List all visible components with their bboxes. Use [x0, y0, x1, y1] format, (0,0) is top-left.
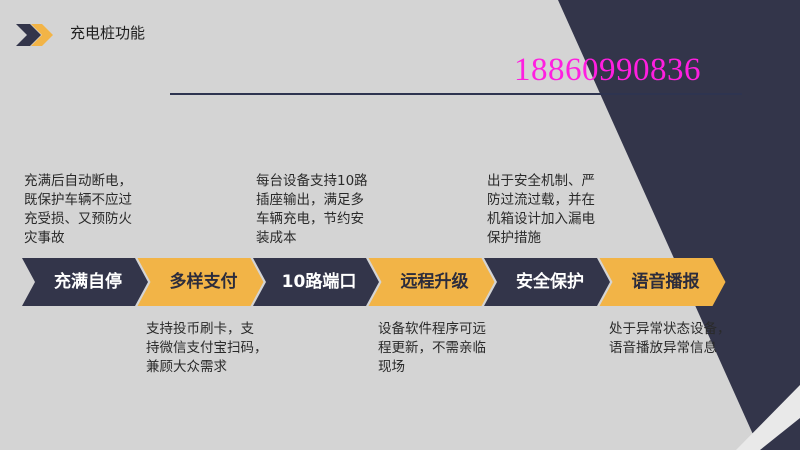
step-chevron-4 [368, 258, 495, 306]
page-title: 充电桩功能 [70, 24, 146, 42]
step-label-5: 安全保护 [516, 272, 584, 292]
navy-corner-shape [558, 0, 800, 450]
step-description-5: 出于安全机制、严 防过流过载，并在 机箱设计加入漏电 保护措施 [487, 173, 595, 246]
step-label-1: 充满自停 [54, 272, 122, 292]
step-label-3: 10路端口 [281, 272, 357, 292]
step-chevron-1 [22, 258, 148, 306]
white-accent-strip [736, 385, 800, 450]
step-description-2: 支持投币刷卡，支 持微信支付宝扫码， 兼顾大众需求 [146, 321, 268, 375]
step-chevron-2 [137, 258, 264, 306]
step-description-3: 每台设备支持10路 插座输出，满足多 车辆充电，节约安 装成本 [256, 173, 368, 246]
process-chevrons [22, 258, 726, 306]
step-label-4: 远程升级 [400, 272, 469, 292]
title-rule [170, 93, 742, 95]
double-chevron-right-icon [16, 24, 53, 46]
step-label-6: 语音播报 [631, 272, 700, 292]
step-description-4: 设备软件程序可远 程更新，不需亲临 现场 [378, 321, 486, 375]
step-label-2: 多样支付 [169, 272, 238, 292]
step-description-1: 充满后自动断电， 既保护车辆不应过 充受损、又预防火 灾事故 [24, 173, 132, 246]
phone-number: 18860990836 [514, 52, 701, 88]
step-chevron-6 [599, 258, 726, 306]
step-description-6: 处于异常状态设备， 语音播放异常信息 [609, 321, 731, 356]
step-chevron-3 [253, 258, 379, 306]
step-chevron-5 [484, 258, 610, 306]
